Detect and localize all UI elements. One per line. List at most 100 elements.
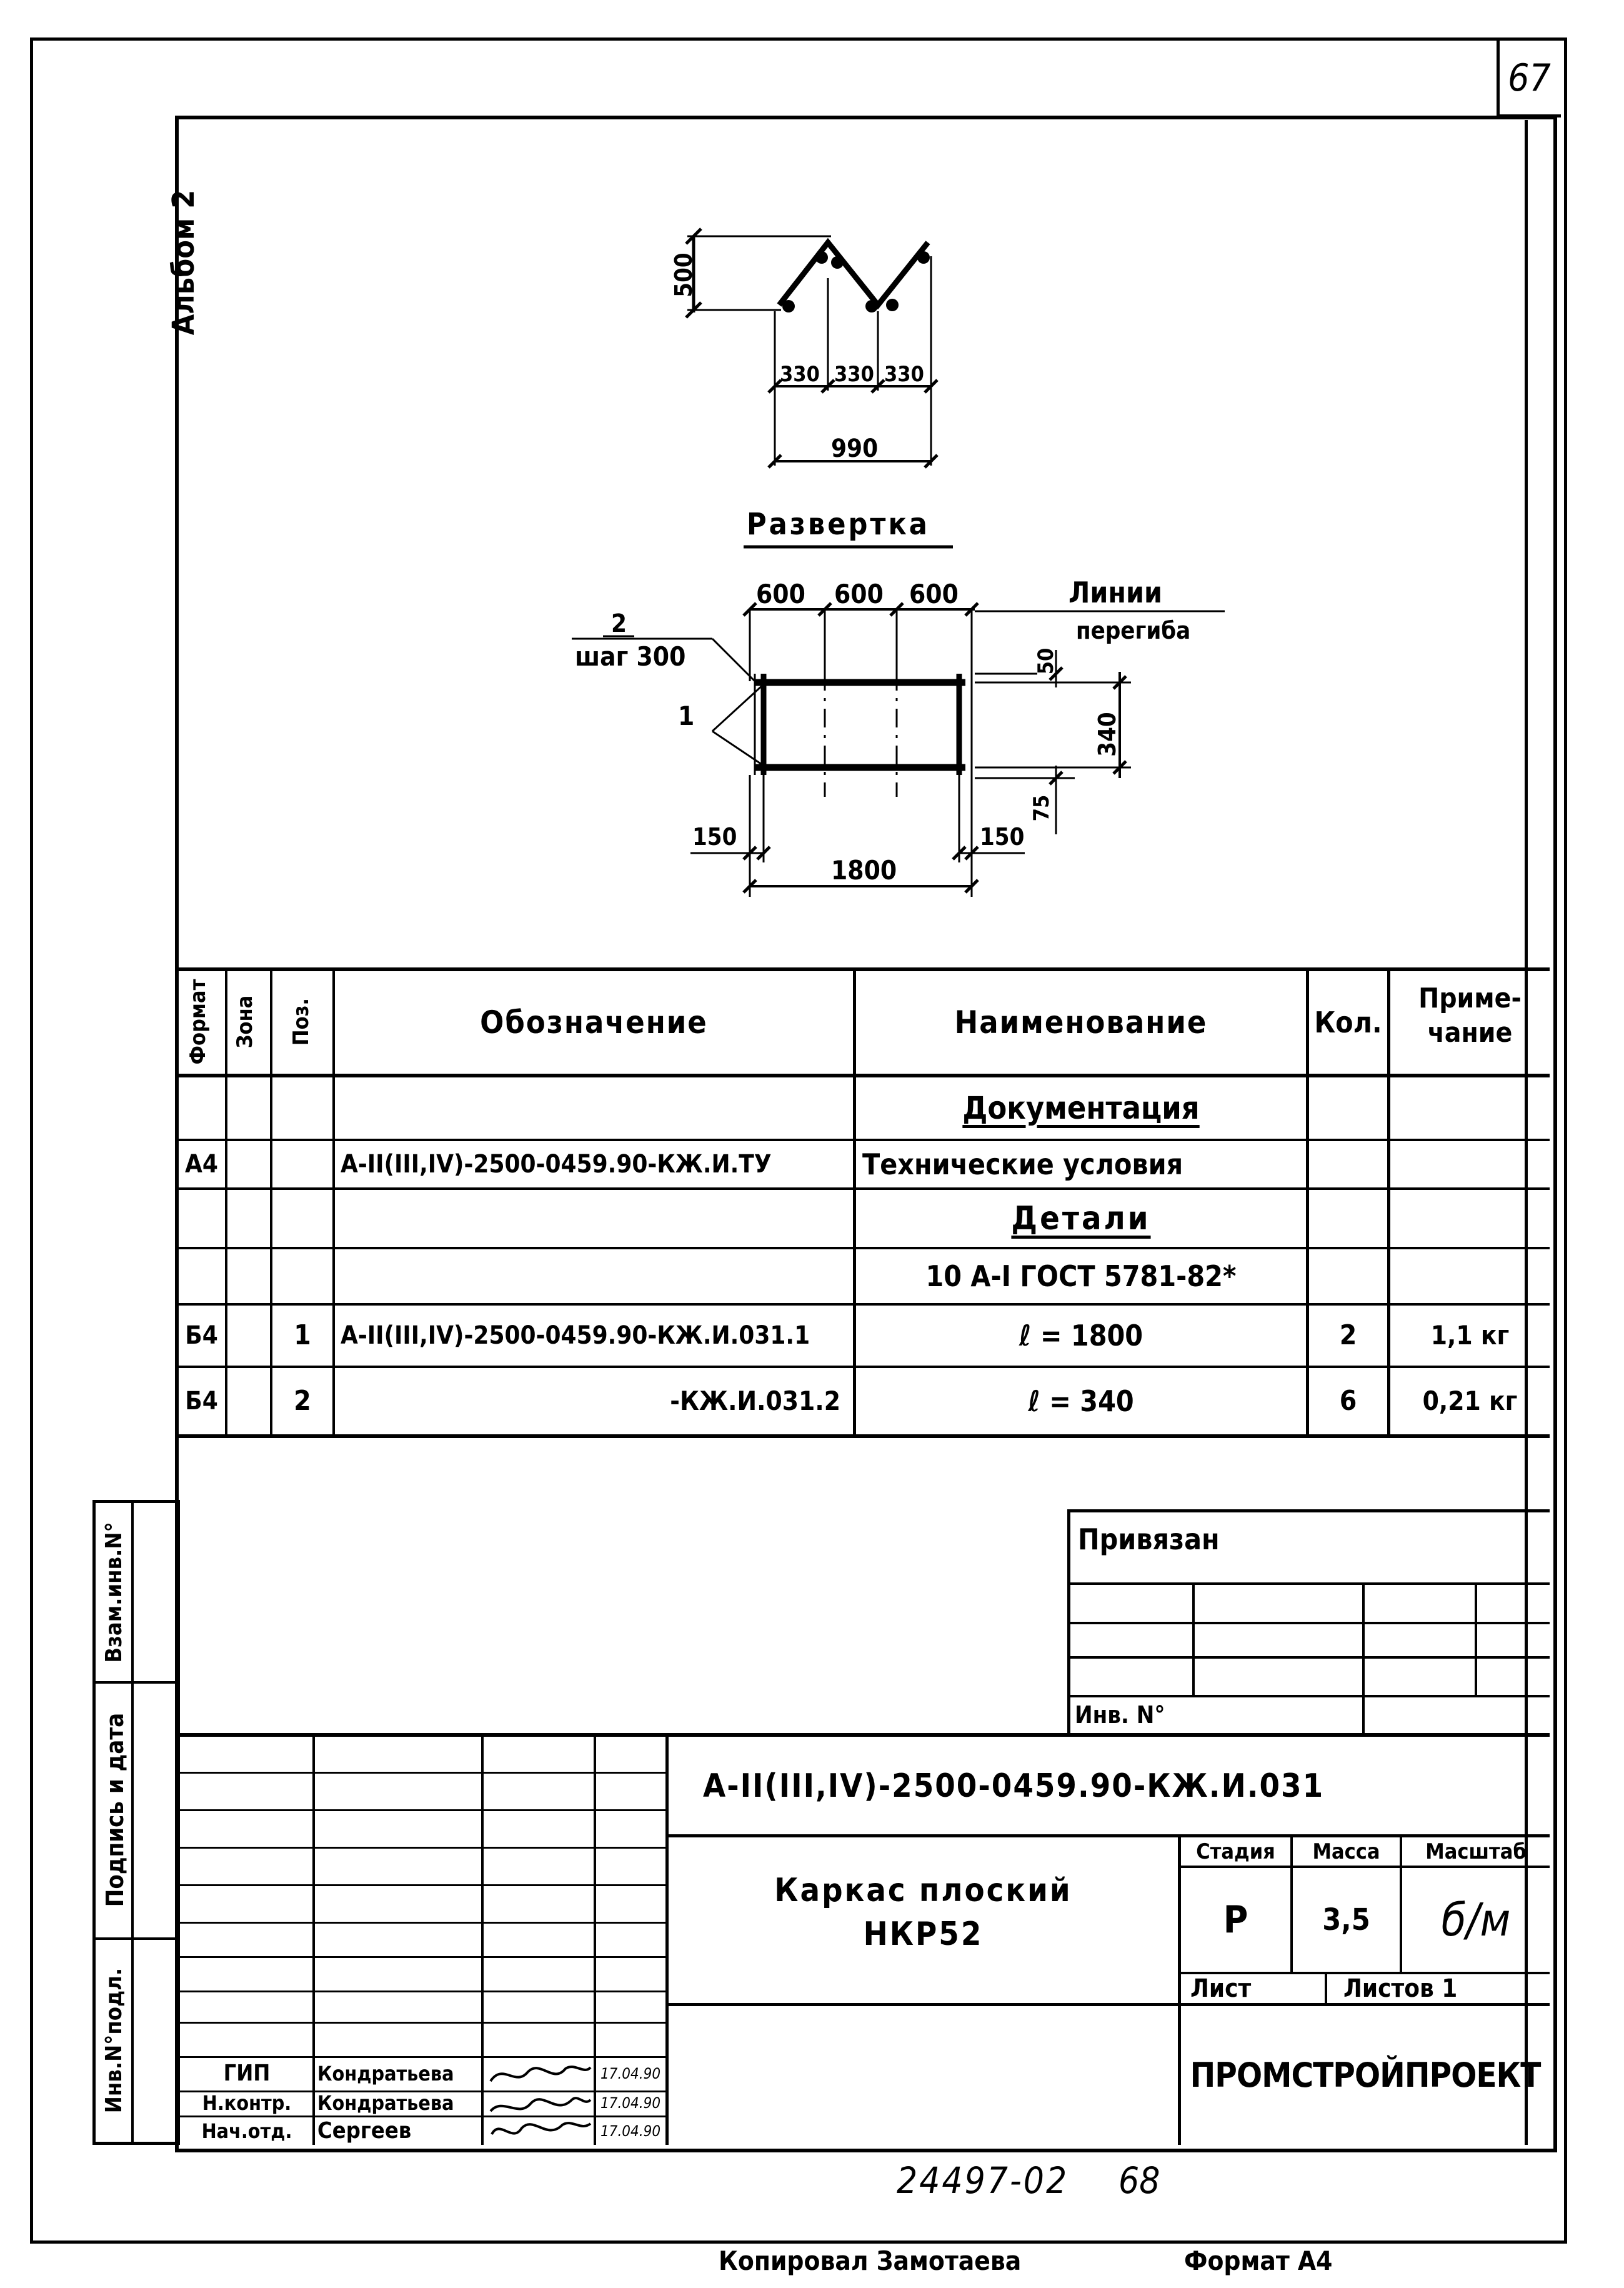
pos1-callout: 1 xyxy=(678,701,695,731)
profile-rod xyxy=(917,251,930,264)
sig-role-nachotd: Нач.отд. xyxy=(201,2119,292,2143)
sheets-count: Листов 1 xyxy=(1343,1974,1458,2003)
dim-75: 75 xyxy=(1029,794,1054,822)
product-mark: НКР52 xyxy=(863,1916,984,1954)
dim-50: 50 xyxy=(1034,647,1059,675)
dim-330-1: 330 xyxy=(780,362,820,387)
row1-designation: А-II(III,IV)-2500-0459.90-КЖ.И.ТУ xyxy=(341,1150,772,1179)
pos2-step: шаг 300 xyxy=(575,641,686,672)
profile-rod xyxy=(886,299,899,311)
row4-name: ℓ = 1800 xyxy=(1019,1319,1143,1352)
bend-lines-label-2: перегиба xyxy=(1076,617,1191,644)
header-designation: Обозначение xyxy=(480,1004,708,1041)
handwritten-signatures xyxy=(489,2066,592,2136)
binding-title: Привязан xyxy=(1078,1522,1220,1556)
sig-name-nachotd: Сергеев xyxy=(317,2118,412,2144)
stage-label: Стадия xyxy=(1196,1839,1275,1864)
sheet-format: Формат А4 xyxy=(1184,2246,1333,2276)
header-pos: Поз. xyxy=(289,997,314,1046)
stage-value: Р xyxy=(1223,1898,1248,1942)
dim-500: 500 xyxy=(670,252,697,297)
section-details: Детали xyxy=(1011,1199,1151,1237)
dim-1800: 1800 xyxy=(831,855,897,886)
row4-pos: 1 xyxy=(294,1319,311,1351)
stamp-inv-podl: Инв.N°подл. xyxy=(101,1967,127,2114)
row5-designation: -КЖ.И.031.2 xyxy=(670,1386,840,1416)
row4-qty: 2 xyxy=(1339,1319,1357,1351)
organization-name: ПРОМСТРОЙПРОЕКТ xyxy=(1190,2056,1542,2095)
mass-label: Масса xyxy=(1312,1839,1380,1864)
signature-gip xyxy=(489,2066,592,2082)
row5-name: ℓ = 340 xyxy=(1028,1384,1134,1418)
dim-340: 340 xyxy=(1093,712,1121,757)
header-note: Приме- чание xyxy=(1390,981,1550,1050)
dim-150-right: 150 xyxy=(980,823,1025,851)
scale-value: б/м xyxy=(1441,1894,1511,1946)
profile-rod xyxy=(782,300,795,312)
row4-format: Б4 xyxy=(185,1321,218,1350)
sig-name-nkontr: Кондратьева xyxy=(317,2091,454,2115)
profile-rod xyxy=(815,251,828,264)
table-row-section: Документация xyxy=(856,1077,1306,1139)
mass-value: 3,5 xyxy=(1322,1902,1370,1937)
inner-frame-right-double xyxy=(1525,120,1528,2145)
header-qty: Кол. xyxy=(1314,1006,1382,1039)
inner-frame xyxy=(175,116,1557,2152)
header-note-line2: чание xyxy=(1427,1017,1513,1049)
row1-name: Технические условия xyxy=(862,1147,1183,1181)
sig-name-gip: Кондратьева xyxy=(317,2061,454,2086)
section-documentation: Документация xyxy=(962,1090,1200,1126)
technical-drawing xyxy=(572,227,1225,897)
bottom-page-number: 68 xyxy=(1118,2159,1160,2202)
pos2-callout: 2 xyxy=(611,609,627,638)
row4-note: 1,1 кг xyxy=(1430,1320,1510,1351)
profile-rod xyxy=(831,256,844,269)
product-name: Каркас плоский xyxy=(774,1872,1072,1909)
sig-role-nkontr: Н.контр. xyxy=(202,2091,292,2115)
bend-lines-label: Линии xyxy=(1069,576,1162,609)
scale-label: Масштаб xyxy=(1425,1839,1527,1864)
dim-990: 990 xyxy=(831,434,879,463)
signature-nachotd xyxy=(491,2122,592,2136)
row5-format: Б4 xyxy=(185,1387,218,1416)
profile-line xyxy=(777,237,930,310)
archive-number: 24497-02 xyxy=(897,2159,1069,2202)
spec-top-line xyxy=(178,967,1550,971)
header-note-line1: Приме- xyxy=(1418,982,1522,1014)
dim-330-3: 330 xyxy=(884,362,924,387)
document-code: А-II(III,IV)-2500-0459.90-КЖ.И.031 xyxy=(703,1767,1325,1805)
stamp-podpis-data: Подпись и дата xyxy=(101,1712,129,1907)
dim-600-1: 600 xyxy=(756,579,805,609)
row5-note: 0,21 кг xyxy=(1422,1386,1518,1416)
binding-inv-no: Инв. N° xyxy=(1075,1701,1165,1729)
row1-format: А4 xyxy=(185,1150,218,1179)
table-row-section: Детали xyxy=(856,1190,1306,1247)
dim-600-3: 600 xyxy=(909,579,959,609)
copied-by: Копировал Замотаева xyxy=(719,2246,1022,2276)
profile-rod xyxy=(865,300,878,312)
header-name: Наименование xyxy=(954,1004,1208,1041)
product-name-block: Каркас плоский НКР52 xyxy=(669,1869,1178,1956)
side-stamp-column xyxy=(92,1500,180,2145)
dim-600-2: 600 xyxy=(834,579,884,609)
row3-material: 10 А-I ГОСТ 5781-82* xyxy=(925,1259,1237,1293)
sig-date-nachotd: 17.04.90 xyxy=(600,2122,661,2140)
header-format: Формат xyxy=(186,979,211,1065)
sheet-label: Лист xyxy=(1190,1974,1252,2003)
corner-number-box xyxy=(1497,37,1561,117)
row5-pos: 2 xyxy=(294,1385,311,1417)
dim-330-2: 330 xyxy=(834,362,874,387)
row5-qty: 6 xyxy=(1339,1385,1357,1417)
sig-date-nkontr: 17.04.90 xyxy=(600,2094,661,2112)
row4-designation: А-II(III,IV)-2500-0459.90-КЖ.И.031.1 xyxy=(341,1321,810,1350)
development-title: Развертка xyxy=(747,507,930,542)
sig-role-gip: ГИП xyxy=(223,2060,271,2086)
sheet-corner-number: 67 xyxy=(1508,56,1551,100)
sig-date-gip: 17.04.90 xyxy=(600,2064,661,2082)
outer-border xyxy=(30,37,1567,2244)
signature-nkontr xyxy=(489,2097,592,2112)
title-block-top xyxy=(178,1733,1550,1737)
stamp-vzam-inv: Взам.инв.N° xyxy=(101,1522,127,1663)
binding-block xyxy=(1067,1509,1550,1733)
header-zone: Зона xyxy=(232,995,257,1049)
